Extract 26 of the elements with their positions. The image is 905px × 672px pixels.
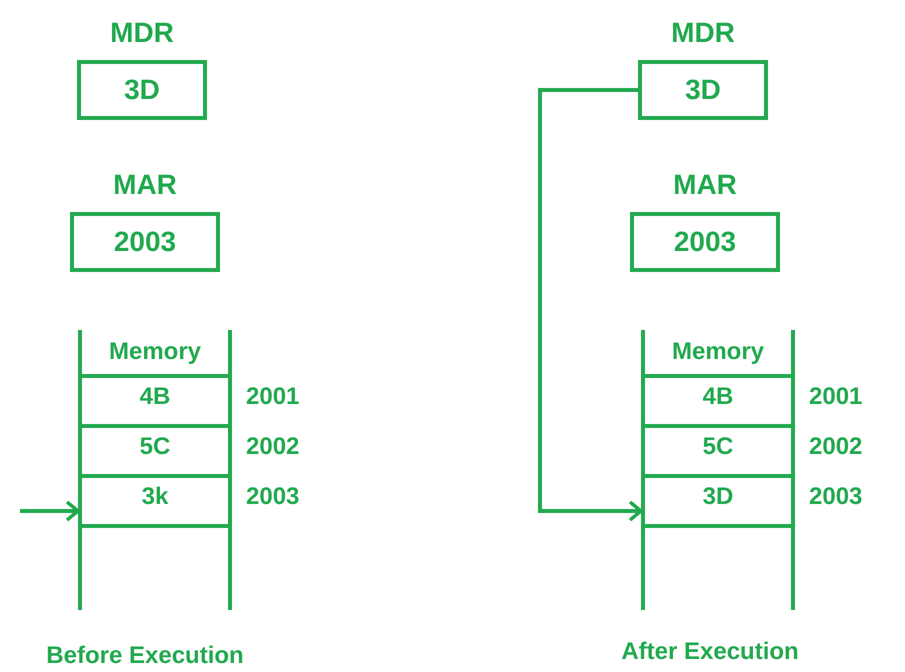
- cell-value: 5C: [140, 432, 170, 462]
- cell-value: 5C: [702, 432, 734, 462]
- address-label: 2002: [246, 432, 300, 462]
- caption: Before Execution: [45, 641, 245, 671]
- memory-heading: Memory: [672, 337, 764, 367]
- address-label: 2001: [809, 382, 862, 412]
- register-value: 2003: [114, 225, 176, 259]
- address-label: 2002: [809, 432, 862, 462]
- address-label: 2003: [809, 482, 862, 512]
- register-heading: MDR: [671, 16, 735, 50]
- cell-value: 3k: [142, 482, 168, 512]
- address-label: 2003: [246, 482, 300, 512]
- arrow: [20, 500, 80, 522]
- arrow: [538, 88, 643, 522]
- register-value: 2003: [674, 225, 736, 259]
- cell-value: 4B: [702, 382, 734, 412]
- register-value: 3D: [685, 73, 721, 107]
- cell-value: 3D: [702, 482, 734, 512]
- caption: After Execution: [620, 637, 800, 667]
- register-heading: MDR: [110, 16, 174, 50]
- address-label: 2001: [246, 382, 300, 412]
- register-heading: MAR: [673, 168, 737, 202]
- register-heading: MAR: [113, 168, 177, 202]
- register-value: 3D: [124, 73, 160, 107]
- cell-value: 4B: [140, 382, 170, 412]
- memory-heading: Memory: [108, 337, 202, 367]
